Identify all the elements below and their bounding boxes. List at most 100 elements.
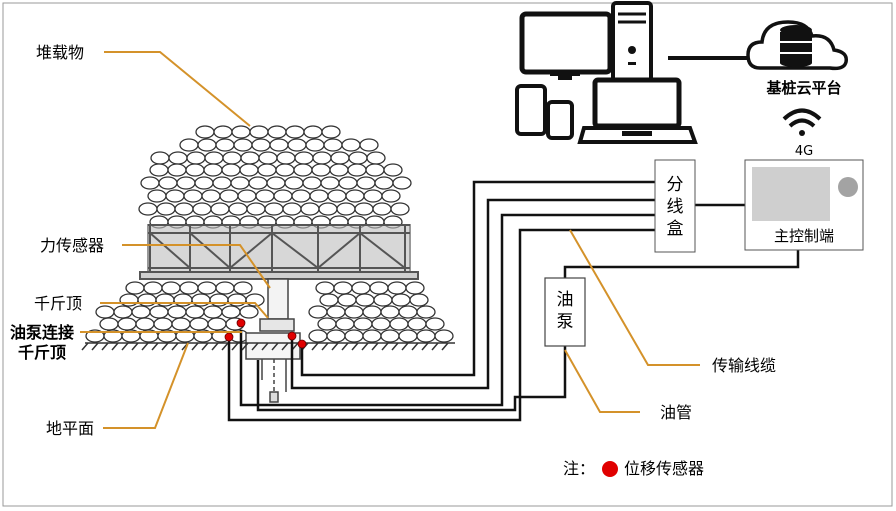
legend-sensor-dot bbox=[602, 461, 618, 477]
laptop-icon bbox=[577, 77, 698, 144]
stone bbox=[264, 202, 284, 216]
stone bbox=[239, 163, 259, 177]
stone bbox=[221, 163, 241, 177]
ground-hatch bbox=[201, 342, 209, 351]
stone bbox=[405, 281, 425, 295]
displacement-sensor-dot bbox=[297, 339, 307, 349]
stone bbox=[276, 151, 296, 165]
ground-hatch bbox=[411, 342, 419, 351]
stone bbox=[149, 305, 169, 319]
stone bbox=[351, 281, 371, 295]
signal-label: 4G bbox=[795, 144, 813, 159]
load-label: 堆载物 bbox=[36, 43, 84, 62]
stone bbox=[327, 189, 347, 203]
stone bbox=[233, 281, 253, 295]
stone bbox=[380, 305, 400, 319]
stone bbox=[363, 189, 383, 203]
stone bbox=[318, 202, 338, 216]
stone bbox=[330, 151, 350, 165]
stone bbox=[173, 293, 193, 307]
oil-pump bbox=[544, 277, 586, 347]
desktop-monitor-icon bbox=[519, 11, 613, 80]
stone bbox=[168, 151, 188, 165]
stone bbox=[321, 125, 341, 139]
leader-lines bbox=[80, 51, 700, 429]
stone bbox=[258, 151, 278, 165]
stone bbox=[273, 189, 293, 203]
stone bbox=[338, 176, 358, 190]
stone bbox=[366, 151, 386, 165]
pump-label-1: 油 bbox=[557, 290, 574, 310]
stone bbox=[390, 202, 410, 216]
stone bbox=[372, 202, 392, 216]
stone bbox=[308, 329, 328, 343]
ground-hatch bbox=[211, 342, 219, 351]
stone bbox=[275, 163, 295, 177]
note-text: 位移传感器 bbox=[624, 459, 704, 478]
stone bbox=[222, 151, 242, 165]
ground-hatch bbox=[271, 342, 279, 351]
stone bbox=[323, 138, 343, 152]
stone bbox=[215, 138, 235, 152]
stone bbox=[255, 189, 275, 203]
force-sensor-label: 力传感器 bbox=[40, 236, 104, 255]
ground-hatch bbox=[101, 342, 109, 351]
stone bbox=[251, 138, 271, 152]
jack-label: 千斤顶 bbox=[34, 294, 82, 313]
stone bbox=[213, 125, 233, 139]
stone bbox=[158, 176, 178, 190]
stone bbox=[231, 125, 251, 139]
stone bbox=[329, 163, 349, 177]
stone bbox=[336, 202, 356, 216]
stone bbox=[138, 202, 158, 216]
stone bbox=[362, 305, 382, 319]
ground-hatch bbox=[421, 342, 429, 351]
ground-hatch bbox=[261, 342, 269, 351]
ground-hatch bbox=[151, 342, 159, 351]
junction-box bbox=[654, 159, 696, 253]
stone bbox=[293, 163, 313, 177]
stone bbox=[171, 317, 191, 331]
stone bbox=[303, 125, 323, 139]
ground-hatch bbox=[311, 342, 319, 351]
stone bbox=[249, 125, 269, 139]
junction-label-3: 盒 bbox=[667, 219, 684, 239]
stone bbox=[233, 138, 253, 152]
stone bbox=[135, 317, 155, 331]
stone bbox=[147, 189, 167, 203]
stone bbox=[344, 329, 364, 343]
stone bbox=[266, 176, 286, 190]
stone bbox=[113, 305, 133, 319]
stone bbox=[294, 151, 314, 165]
stone bbox=[197, 138, 217, 152]
stone bbox=[308, 305, 328, 319]
stone bbox=[356, 176, 376, 190]
junction-label-2: 线 bbox=[667, 197, 684, 217]
stone bbox=[209, 293, 229, 307]
stone bbox=[302, 176, 322, 190]
ground-hatch bbox=[161, 342, 169, 351]
stone bbox=[257, 163, 277, 177]
stone bbox=[320, 176, 340, 190]
controller-screen bbox=[752, 167, 830, 221]
stone bbox=[269, 138, 289, 152]
stone bbox=[240, 151, 260, 165]
stone bbox=[191, 293, 211, 307]
ground-hatch bbox=[341, 342, 349, 351]
pump-jack-label-2: 千斤顶 bbox=[18, 343, 66, 362]
stone bbox=[312, 151, 332, 165]
stone bbox=[155, 293, 175, 307]
stone bbox=[387, 281, 407, 295]
stone bbox=[337, 293, 357, 307]
stone bbox=[335, 317, 355, 331]
stone bbox=[195, 125, 215, 139]
stone bbox=[319, 293, 339, 307]
stone bbox=[347, 163, 367, 177]
stone bbox=[185, 305, 205, 319]
ground-hatch bbox=[401, 342, 409, 351]
pump-label-2: 泵 bbox=[557, 312, 574, 332]
stone bbox=[117, 317, 137, 331]
stone bbox=[179, 281, 199, 295]
